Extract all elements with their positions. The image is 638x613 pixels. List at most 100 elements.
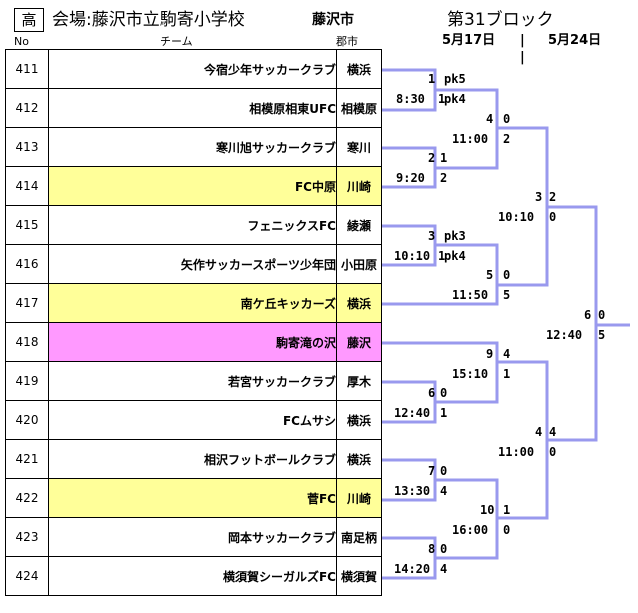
bracket-line [435, 128, 499, 170]
team-city: 綾瀬 [336, 205, 382, 245]
team-city: 横浜 [336, 400, 382, 440]
score-m11-bot: 0 [549, 210, 557, 224]
score-m4-bot: 1 [440, 406, 448, 420]
time-m3: 10:10 [394, 249, 431, 263]
team-city: 横須賀 [336, 556, 382, 596]
team-name: フェニックスFC [48, 205, 337, 245]
score-m13-top: 6 [584, 308, 592, 322]
date-round1: 5月17日 [442, 33, 496, 48]
team-city: 小田原 [336, 244, 382, 284]
score-r2-b: 0 [440, 542, 448, 556]
time-m8: 11:50 [452, 288, 489, 302]
team-name: FC中原 [48, 166, 337, 206]
time-m12: 11:00 [498, 445, 535, 459]
score-m12-top: 4 [535, 425, 543, 439]
score-m6-top: 8 [428, 542, 436, 556]
time-m10: 16:00 [452, 523, 489, 537]
bracket-line [435, 518, 499, 560]
team-city: 藤沢 [336, 322, 382, 362]
score-m5-top: 7 [428, 464, 436, 478]
score-m6-bot: 4 [440, 562, 448, 576]
team-name: 菅FC [48, 478, 337, 518]
bracket-line [435, 478, 499, 518]
score-m3-bot: 1 [438, 249, 446, 263]
team-number: 414 [5, 166, 49, 206]
time-m6: 14:20 [394, 562, 431, 576]
team-name: FCムサシ [48, 400, 337, 440]
date-separator: | [520, 33, 525, 48]
team-number: 418 [5, 322, 49, 362]
score-m8-top: 5 [486, 268, 494, 282]
team-number: 413 [5, 127, 49, 167]
score-r1-a: 0 [503, 112, 511, 126]
team-number: 424 [5, 556, 49, 596]
score-m1-top: 1 [428, 72, 436, 86]
score-m2-top: 2 [428, 151, 436, 165]
team-city: 相模原 [336, 88, 382, 128]
score-r3-a: 4 [503, 347, 511, 361]
bracket-line [435, 243, 499, 285]
pk-m1-top: pk5 [444, 72, 466, 86]
score-r4-b: 0 [440, 464, 448, 478]
time-m1: 8:30 [396, 92, 425, 106]
bracket-line [497, 360, 549, 520]
score-r4-a: 0 [440, 386, 448, 400]
time-m7: 11:00 [452, 132, 489, 146]
score-m11-top: 3 [535, 190, 543, 204]
level-badge: 高 [14, 8, 44, 32]
bracket-line [497, 126, 549, 287]
score-m9-bot: 1 [503, 367, 511, 381]
column-header-no: No [14, 35, 29, 48]
score-r3-b: 1 [503, 503, 511, 517]
score-r6-a: 0 [598, 308, 606, 322]
team-name: 横須賀シーガルズFC [48, 556, 337, 596]
score-m3-top: 3 [428, 229, 436, 243]
score-m13-bot: 5 [598, 328, 606, 342]
column-header-city: 郡市 [336, 35, 358, 48]
team-city: 横浜 [336, 439, 382, 479]
pk-m1-bot: pk4 [444, 92, 466, 106]
score-m10-top: 10 [480, 503, 495, 517]
team-city: 寒川 [336, 127, 382, 167]
team-city: 横浜 [336, 49, 382, 89]
score-m7-top: 4 [486, 112, 494, 126]
team-city: 横浜 [336, 283, 382, 323]
score-m8-bot: 5 [503, 288, 511, 302]
date-round2: 5月24日 [548, 33, 602, 48]
team-name: 岡本サッカークラブ [48, 517, 337, 557]
score-m5-bot: 4 [440, 484, 448, 498]
time-m4: 12:40 [394, 406, 431, 420]
score-m4-top: 6 [428, 386, 436, 400]
venue-title: 会場:藤沢市立駒寄小学校 [52, 10, 245, 30]
team-number: 412 [5, 88, 49, 128]
score-m1-bot: 1 [438, 92, 446, 106]
team-name: 駒寄滝の沢 [48, 322, 337, 362]
block-title: 第31ブロック [447, 10, 554, 30]
time-m9: 15:10 [452, 367, 489, 381]
venue-city: 藤沢市 [312, 12, 354, 28]
bracket-line [435, 362, 499, 404]
team-number: 422 [5, 478, 49, 518]
score-m10-bot: 0 [503, 523, 511, 537]
team-city: 厚木 [336, 361, 382, 401]
bracket-line [382, 285, 499, 306]
score-r5-b: 4 [549, 425, 557, 439]
time-m2: 9:20 [396, 171, 425, 185]
team-number: 419 [5, 361, 49, 401]
score-r1-b: 1 [440, 151, 448, 165]
score-r2-a: 0 [503, 268, 511, 282]
bracket-line [382, 341, 499, 362]
